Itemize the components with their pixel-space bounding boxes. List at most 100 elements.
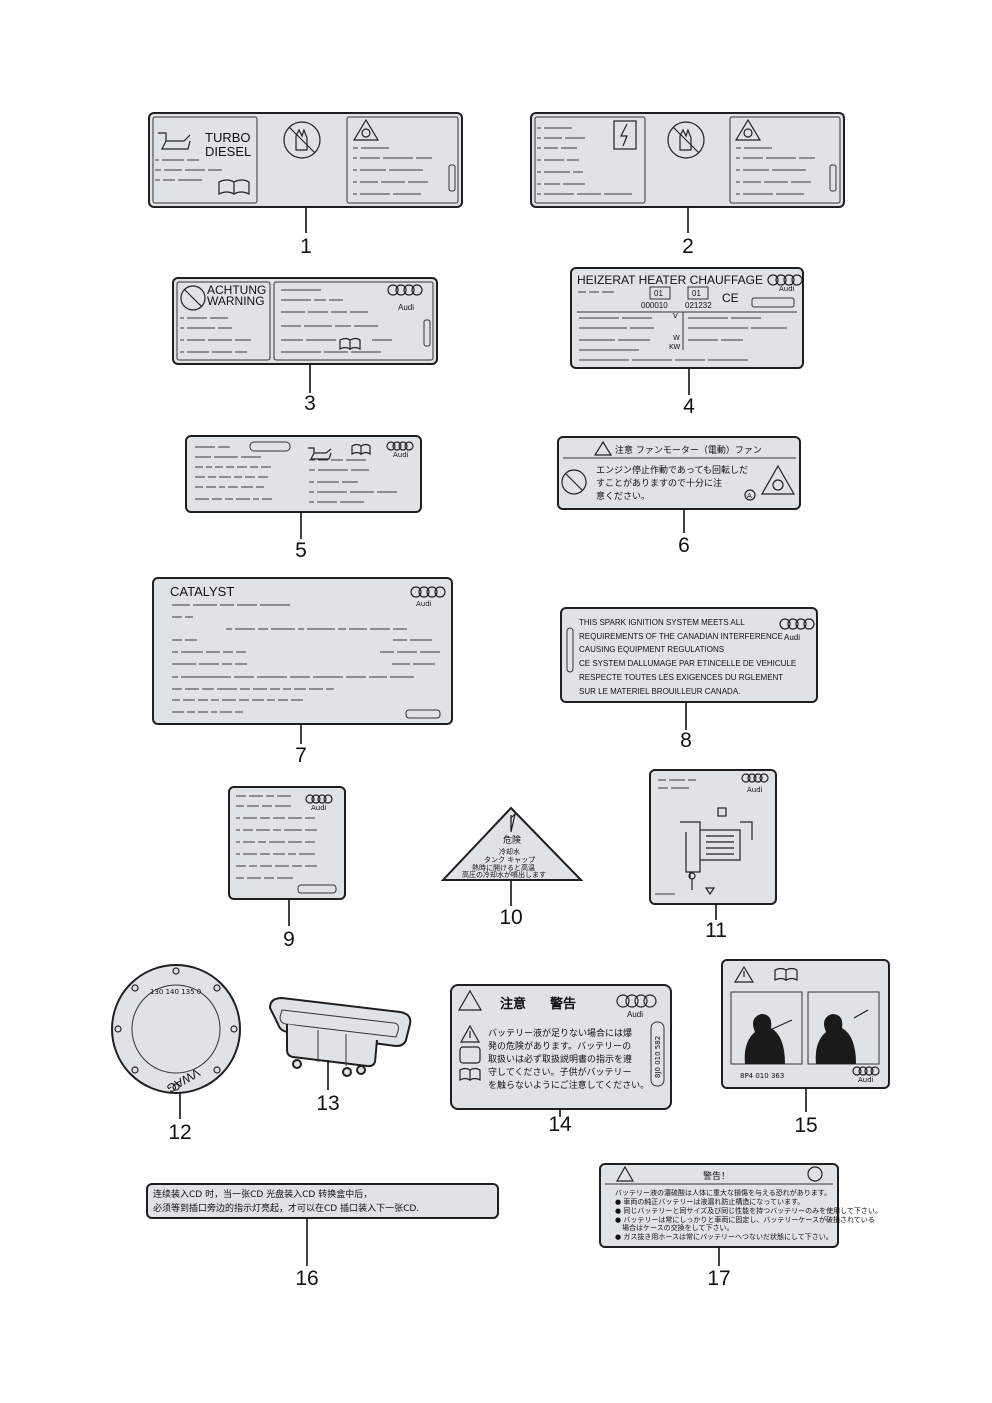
label-3-brand: Audi	[398, 303, 414, 312]
label-14-line-5: を触らないようにご注意してください。	[488, 1079, 649, 1091]
warning-triangle-icon	[593, 440, 613, 456]
label-4-title: HEIZERAT HEATER CHAUFFAGE	[577, 273, 763, 287]
label-4-box-1: 01	[654, 289, 663, 298]
label-17-line-3: ● 同じバッテリーと同サイズ及び同じ性能を持つバッテリーのみを使用して下さい。	[615, 1206, 882, 1215]
label-14-line-2: 発の危険があります。バッテリーの	[488, 1040, 631, 1052]
label-6-line-2: エンジン停止作動であっても回転しだ	[596, 464, 748, 476]
label-2[interactable]	[530, 112, 845, 208]
label-4-code-1: 000010	[641, 301, 668, 310]
label-6-line-1: 注意 ファンモーター（電動）ファン	[615, 444, 762, 456]
label-1-text-turbo: TURBO	[205, 130, 251, 145]
label-1-text-diesel: DIESEL	[205, 144, 251, 159]
book-icon	[351, 443, 371, 456]
callout-6: 6	[678, 534, 690, 557]
label-14-title-1: 注意	[500, 996, 526, 1011]
fan-warning-icon	[760, 464, 796, 495]
label-8-line-1: THIS SPARK IGNITION SYSTEM MEETS ALL	[579, 618, 745, 627]
audi-rings-logo	[616, 994, 657, 1008]
label-7-title: CATALYST	[170, 584, 234, 599]
label-17-line-5: 場合はケースの交換をして下さい。	[615, 1223, 733, 1232]
no-hands-icon	[180, 285, 206, 311]
label-4[interactable]: HEIZERAT HEATER CHAUFFAGE Audi 01 01 000…	[570, 267, 804, 369]
callout-7: 7	[295, 744, 307, 767]
label-15[interactable]: 8P4 010 363 Audi	[721, 959, 890, 1089]
label-14-line-3: 取扱いは必ず取扱説明書の指示を遵	[488, 1053, 632, 1065]
audi-rings-logo	[767, 274, 803, 286]
warning-triangle-icon	[615, 1165, 635, 1182]
label-8-line-3: CAUSING EQUIPMENT REGULATIONS	[579, 645, 724, 654]
fan-warning-icon	[352, 118, 380, 141]
label-5-brand: Audi	[393, 451, 409, 459]
label-6[interactable]: 注意 ファンモーター（電動）ファン エンジン停止作動であっても回転しだ すことが…	[557, 436, 801, 510]
label-14-line-4: 守してください。子供がバッテリー	[488, 1066, 631, 1078]
label-11[interactable]: Audi	[649, 769, 777, 905]
label-8-line-4: CE SYSTEM DALLUMAGE PAR ETINCELLE DE VEH…	[579, 659, 796, 668]
label-9-brand: Audi	[311, 804, 327, 812]
label-7[interactable]: CATALYST Audi	[152, 577, 453, 725]
audi-rings-logo	[387, 284, 423, 296]
label-12-scale: 130 140 135 0	[150, 988, 201, 996]
label-8-line-5: RESPECTE TOUTES LES EXIGENCES DU RGLEMEN…	[579, 673, 783, 682]
label-17-line-2: ● 車両の純正バッテリーは液漏れ防止構造になっています。	[615, 1197, 804, 1206]
callout-4: 4	[683, 395, 695, 418]
label-10-line-4: 熱時に開けると高温	[472, 863, 535, 872]
audi-rings-logo	[410, 586, 446, 598]
airbag-position-illustration-left	[730, 991, 803, 1065]
book-icon	[459, 1067, 481, 1082]
battery-book-icon	[807, 1166, 823, 1182]
callout-1: 1	[300, 235, 312, 258]
label-15-brand: Audi	[858, 1076, 874, 1084]
no-hands-icon	[667, 121, 705, 159]
label-8-line-2: REQUIREMENTS OF THE CANADIAN INTERFERENC…	[579, 632, 783, 641]
label-6-mark: A	[747, 492, 752, 500]
callout-5: 5	[295, 539, 307, 562]
label-12[interactable]: 130 140 135 0 VWAG	[111, 964, 241, 1096]
label-4-unit-kw: KW	[669, 343, 680, 351]
callout-8: 8	[680, 729, 692, 752]
label-3[interactable]: ACHTUNG WARNING Audi	[172, 277, 438, 365]
callout-12: 12	[168, 1121, 191, 1144]
label-4-ce-mark: CE	[722, 291, 739, 305]
label-8[interactable]: THIS SPARK IGNITION SYSTEM MEETS ALL REQ…	[560, 607, 818, 703]
label-5[interactable]: Audi	[185, 435, 422, 513]
label-17-line-4: ● バッテリーは常にしっかりと車両に固定し、バッテリーケースが破損されている	[615, 1215, 875, 1224]
label-1[interactable]: TURBO DIESEL	[148, 112, 463, 208]
label-14-line-1: バッテリー液が足りない場合には爆	[488, 1027, 632, 1039]
label-10[interactable]: 危険 冷却水 タンク キャップ 熱時に開けると高温 高圧の冷却水が噴出します	[440, 806, 584, 881]
label-4-brand: Audi	[779, 285, 795, 293]
warning-triangle-icon	[733, 965, 755, 983]
callout-16: 16	[295, 1267, 318, 1290]
no-hands-icon	[283, 121, 321, 159]
label-17[interactable]: 警告！ バッテリー液の濃硫酸は人体に重大な損傷を与える恐れがあります。 ● 車両…	[599, 1163, 882, 1248]
label-4-unit-v: V	[673, 312, 678, 320]
label-3-text-warning: WARNING	[207, 294, 265, 308]
audi-rings-logo	[779, 618, 815, 630]
label-15-part-number: 8P4 010 363	[740, 1072, 784, 1080]
label-8-line-6: SUR LE MATERIEL BROUILLEUR CANADA.	[579, 687, 740, 696]
label-16-line-1: 连续装入CD 时，当一张CD 光盘装入CD 转换盒中后，	[153, 1188, 372, 1200]
label-16[interactable]: 连续装入CD 时，当一张CD 光盘装入CD 转换盒中后， 必须等到插口旁边的指示…	[146, 1183, 499, 1219]
label-17-line-6: ● ガス抜き用ホースは常にバッテリーへつないだ状態にして下さい。	[615, 1232, 833, 1241]
part-13-holder[interactable]	[268, 996, 412, 1077]
callout-3: 3	[304, 392, 316, 415]
label-4-box-2: 01	[692, 289, 701, 298]
label-10-line-3: タンク キャップ	[484, 855, 535, 864]
callout-17: 17	[707, 1267, 730, 1290]
callout-2: 2	[682, 235, 694, 258]
label-14[interactable]: 注意 警告 Audi バッテリー液が足りない場合には爆 発の危険があります。バッ…	[450, 984, 672, 1110]
airbag-position-illustration-right	[807, 991, 880, 1065]
label-9[interactable]: Audi	[228, 786, 346, 900]
book-icon	[218, 179, 250, 196]
callout-9: 9	[283, 928, 295, 951]
label-14-title-2: 警告	[550, 996, 576, 1011]
label-14-brand: Audi	[627, 1010, 643, 1019]
label-10-line-2: 冷却水	[499, 847, 520, 856]
callout-11: 11	[705, 919, 727, 942]
callout-14: 14	[548, 1113, 572, 1136]
label-17-line-1: バッテリー液の濃硫酸は人体に重大な損傷を与える恐れがあります。	[615, 1188, 831, 1197]
label-7-brand: Audi	[416, 600, 432, 608]
callout-10: 10	[499, 906, 522, 929]
audi-rings-logo	[305, 794, 333, 804]
callout-13: 13	[316, 1092, 339, 1115]
